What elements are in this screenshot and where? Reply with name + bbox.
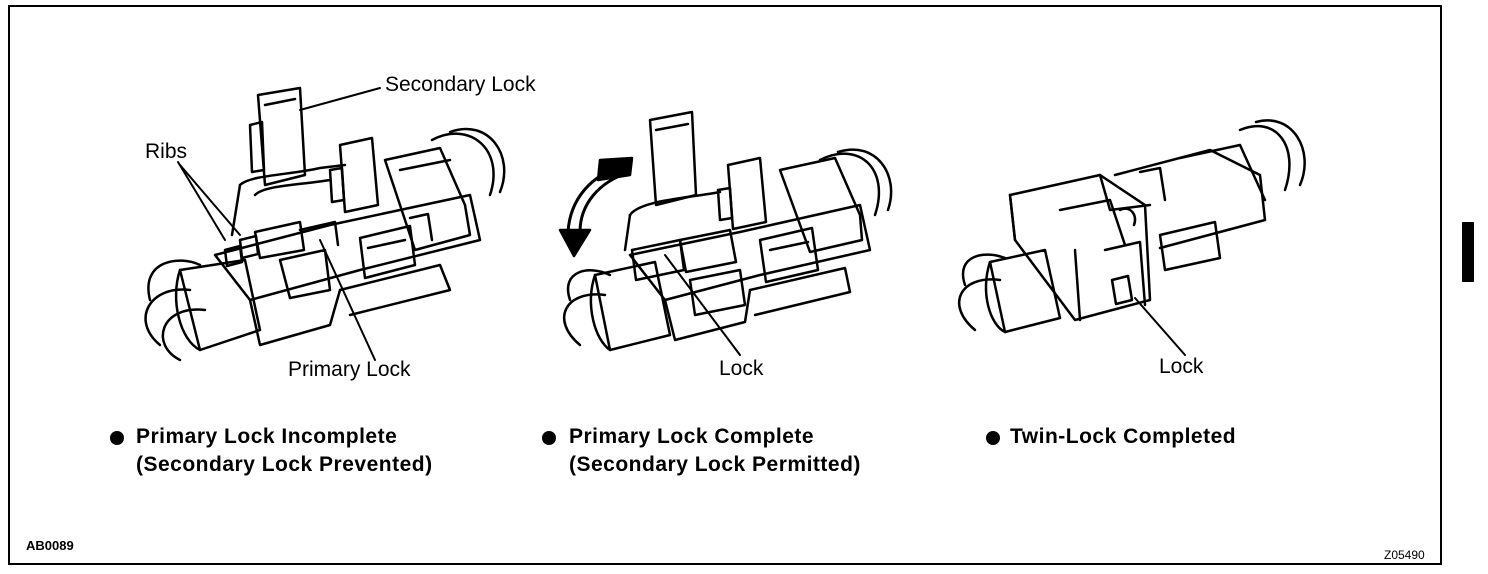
label-primary-lock: Primary Lock bbox=[288, 358, 411, 381]
label-lock-middle: Lock bbox=[719, 357, 764, 380]
caption-incomplete: Primary Lock Incomplete (Secondary Lock … bbox=[136, 423, 433, 479]
caption-complete: Primary Lock Complete (Secondary Lock Pe… bbox=[569, 423, 861, 479]
caption-incomplete-line1: Primary Lock Incomplete bbox=[136, 425, 398, 448]
caption-bullet-2 bbox=[542, 431, 556, 445]
caption-bullet-3 bbox=[986, 431, 1000, 445]
label-ribs: Ribs bbox=[145, 140, 188, 163]
code-right: Z05490 bbox=[1384, 548, 1425, 562]
caption-complete-line1: Primary Lock Complete bbox=[569, 425, 815, 448]
caption-bullet-1 bbox=[110, 431, 124, 445]
connector-complete-drawing bbox=[558, 110, 893, 356]
connector-incomplete-drawing bbox=[144, 86, 506, 362]
caption-twin-lock: Twin-Lock Completed bbox=[1010, 423, 1236, 451]
caption-twin-lock-line1: Twin-Lock Completed bbox=[1010, 425, 1237, 448]
caption-complete-line2: (Secondary Lock Permitted) bbox=[569, 453, 861, 476]
caption-incomplete-line2: (Secondary Lock Prevented) bbox=[136, 453, 433, 476]
label-lock-right: Lock bbox=[1159, 355, 1204, 378]
connector-twin-lock-drawing bbox=[957, 119, 1306, 356]
code-left: AB0089 bbox=[26, 538, 74, 553]
label-secondary-lock: Secondary Lock bbox=[385, 73, 536, 96]
page-tab-marker bbox=[1462, 222, 1474, 282]
diagram-frame bbox=[8, 5, 1442, 565]
